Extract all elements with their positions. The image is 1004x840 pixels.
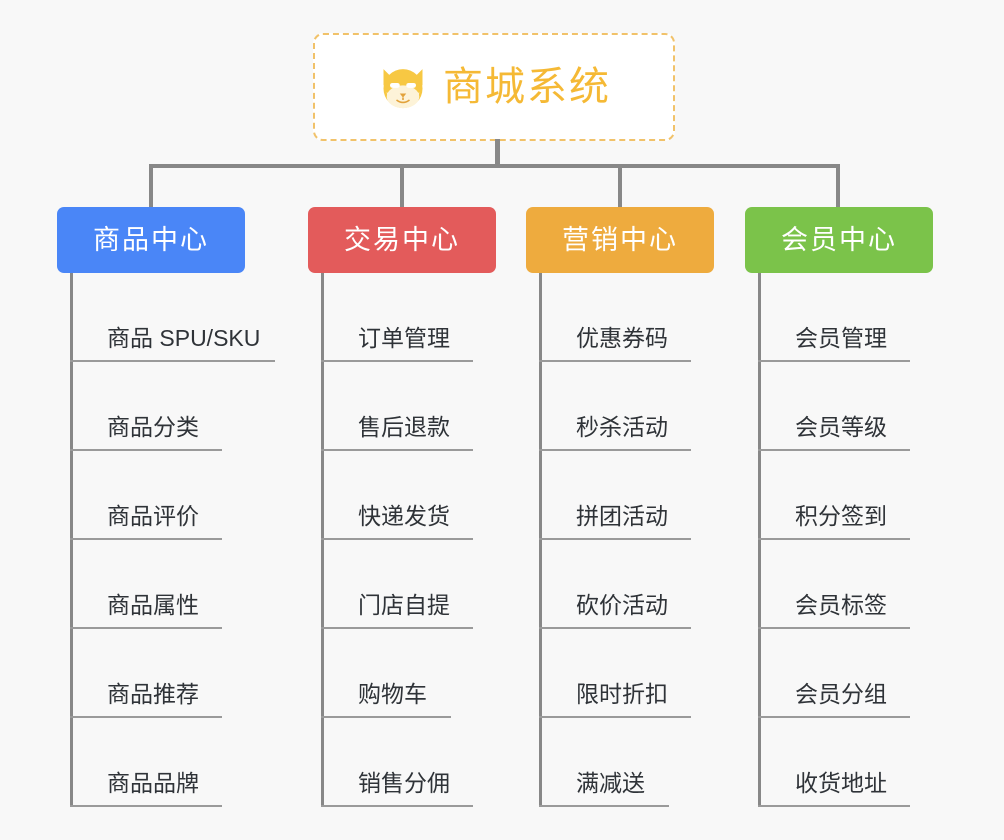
leaf-item-label: 会员标签: [795, 592, 887, 618]
category-box-3[interactable]: 营销中心: [526, 207, 714, 273]
leaf-item-label: 优惠券码: [576, 325, 668, 351]
category-box-1[interactable]: 商品中心: [57, 207, 245, 273]
leaf-item-label: 秒杀活动: [576, 414, 668, 440]
connector-to-category-3: [618, 164, 622, 208]
leaf-item-label: 商品属性: [107, 592, 199, 618]
leaf-item-label: 门店自提: [358, 592, 450, 618]
leaf-item-label: 购物车: [358, 681, 427, 707]
leaf-item-label: 商品推荐: [107, 681, 199, 707]
connector-to-category-4: [836, 164, 840, 208]
leaf-item-rule: [321, 716, 451, 718]
leaf-item-rule: [70, 627, 222, 629]
connector-bus: [150, 164, 840, 168]
category-label: 营销中心: [562, 224, 678, 255]
leaf-item-label: 收货地址: [795, 770, 887, 796]
category-spine-1: [70, 273, 73, 807]
leaf-item-rule: [70, 538, 222, 540]
leaf-item-label: 积分签到: [795, 503, 887, 529]
leaf-item-label: 会员等级: [795, 414, 887, 440]
leaf-item-rule: [321, 360, 473, 362]
leaf-item-label: 限时折扣: [576, 681, 668, 707]
leaf-item-label: 会员管理: [795, 325, 887, 351]
leaf-item-rule: [321, 805, 473, 807]
category-label: 交易中心: [344, 224, 460, 255]
leaf-item-rule: [758, 449, 910, 451]
leaf-item-rule: [321, 538, 473, 540]
leaf-item-rule: [539, 449, 691, 451]
category-spine-3: [539, 273, 542, 807]
leaf-item-rule: [321, 627, 473, 629]
category-label: 商品中心: [93, 224, 209, 255]
leaf-item-rule: [539, 805, 669, 807]
leaf-item-rule: [70, 805, 222, 807]
leaf-item-rule: [758, 627, 910, 629]
leaf-item-label: 商品 SPU/SKU: [107, 325, 261, 351]
category-spine-2: [321, 273, 324, 807]
leaf-item-label: 快递发货: [358, 503, 450, 529]
category-box-2[interactable]: 交易中心: [308, 207, 496, 273]
leaf-item-rule: [758, 538, 910, 540]
leaf-item-rule: [321, 449, 473, 451]
leaf-item-rule: [758, 805, 910, 807]
connector-root-stem: [495, 139, 500, 167]
leaf-item-label: 销售分佣: [358, 770, 450, 796]
leaf-item-label: 砍价活动: [576, 592, 668, 618]
leaf-item-label: 商品分类: [107, 414, 199, 440]
leaf-item-label: 满减送: [576, 770, 645, 796]
connector-to-category-1: [149, 164, 153, 208]
leaf-item-rule: [70, 449, 222, 451]
leaf-item-label: 售后退款: [358, 414, 450, 440]
leaf-item-rule: [539, 627, 691, 629]
leaf-item-rule: [758, 716, 910, 718]
leaf-item-rule: [539, 360, 691, 362]
shiba-dog-face-icon: [383, 69, 423, 109]
root-title: 商城系统: [443, 65, 611, 109]
leaf-item-rule: [758, 360, 910, 362]
category-label: 会员中心: [781, 224, 897, 255]
leaf-item-label: 订单管理: [358, 325, 450, 351]
leaf-item-label: 商品品牌: [107, 770, 199, 796]
leaf-item-rule: [539, 538, 691, 540]
root-node[interactable]: 商城系统: [313, 33, 675, 141]
category-box-4[interactable]: 会员中心: [745, 207, 933, 273]
leaf-item-rule: [70, 360, 275, 362]
leaf-item-rule: [539, 716, 691, 718]
leaf-item-label: 商品评价: [107, 503, 199, 529]
leaf-item-rule: [70, 716, 222, 718]
connector-to-category-2: [400, 164, 404, 208]
leaf-item-label: 会员分组: [795, 681, 887, 707]
category-spine-4: [758, 273, 761, 807]
leaf-item-label: 拼团活动: [576, 503, 668, 529]
